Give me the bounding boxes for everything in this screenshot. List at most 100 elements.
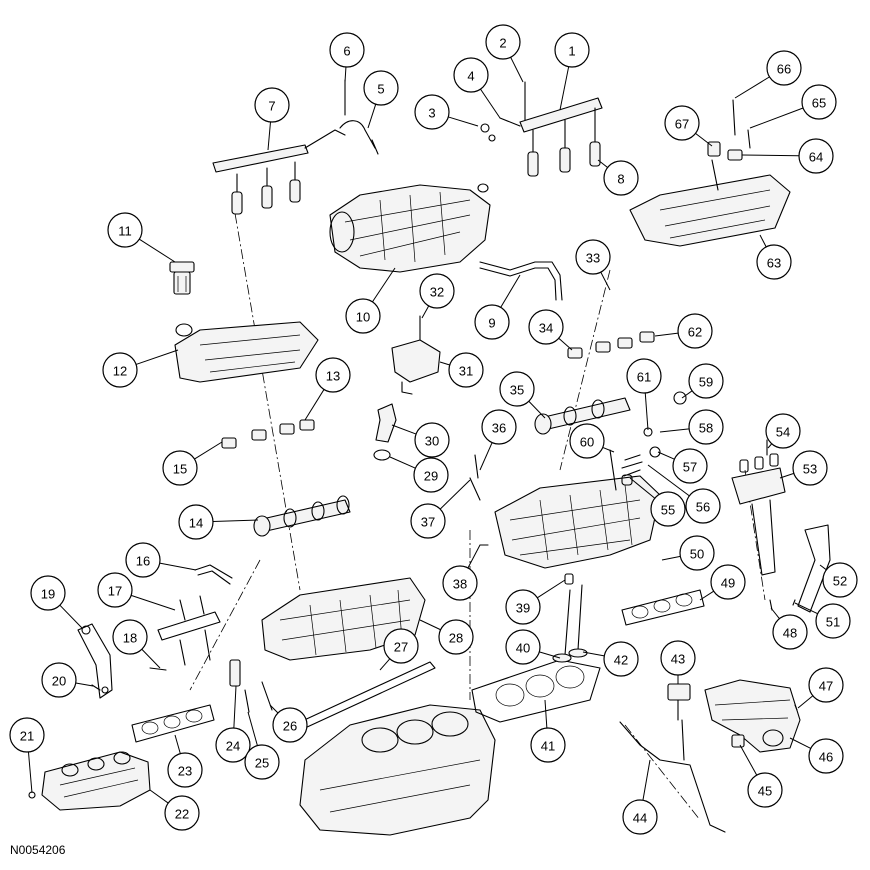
callout-circle [112,619,148,655]
leader-line [141,648,161,669]
callout-3: 3 [414,94,450,130]
callout-circle [244,744,280,780]
callout-number: 5 [377,82,384,97]
leader-line [657,451,675,460]
leader-line [59,604,83,629]
callout-number: 30 [425,434,439,449]
leader-line [379,658,391,671]
callout-circle [107,212,143,248]
callout-number: 65 [812,96,826,111]
leader-line [629,477,656,499]
callout-36: 36 [481,409,517,445]
leader-line [537,579,566,599]
callout-number: 67 [675,117,689,132]
callout-circle [345,298,381,334]
callout-number: 46 [819,750,833,765]
leader-line [389,456,416,469]
callout-number: 56 [696,500,710,515]
callout-circle [499,371,535,407]
leader-line [681,390,693,399]
callout-circle [528,309,564,345]
callout-42: 42 [603,641,639,677]
callout-number: 14 [189,516,203,531]
sensors-right [619,683,745,833]
callout-34: 34 [528,309,564,345]
callout-circle [603,641,639,677]
intake-manifold [329,183,491,273]
leader-line [372,267,396,303]
callout-24: 24 [215,727,251,763]
leader-line [597,159,608,168]
callout-number: 3 [428,106,435,121]
callout-circle [178,504,214,540]
callout-circle [756,244,792,280]
leader-line [233,685,237,729]
callout-8: 8 [603,160,639,196]
callout-number: 59 [699,375,713,390]
leader-line [247,711,258,746]
callout-39: 39 [505,589,541,625]
callout-number: 55 [661,503,675,518]
leader-line [759,234,767,248]
callout-circle [569,423,605,459]
callout-number: 32 [430,285,444,300]
leader-line [602,446,615,453]
callout-number: 41 [541,739,555,754]
leader-line [27,751,33,794]
callout-circle [438,619,474,655]
leader-line [558,337,573,351]
leader-line [391,424,417,435]
leader-line [741,154,800,157]
callout-number: 22 [175,807,189,822]
callout-62: 62 [677,313,713,349]
callout-number: 27 [394,640,408,655]
camshaft-right [534,397,631,435]
leader-line [734,76,770,99]
callout-number: 51 [826,615,840,630]
callout-number: 48 [783,626,797,641]
leader-line [75,682,94,687]
leader-line [779,472,795,479]
callout-4: 4 [453,57,489,93]
leader-line [194,441,223,460]
leader-line [789,737,812,749]
callout-circle [554,32,590,68]
callout-22: 22 [164,795,200,831]
callout-number: 23 [178,764,192,779]
callout-circle [363,70,399,106]
callout-number: 58 [699,421,713,436]
callout-number: 63 [767,256,781,271]
callout-number: 60 [580,435,594,450]
callout-circle [383,628,419,664]
callout-number: 62 [688,325,702,340]
leader-line [139,238,176,263]
callout-52: 52 [822,562,858,598]
callout-15: 15 [162,450,198,486]
callout-31: 31 [448,352,484,388]
callout-number: 31 [459,364,473,379]
callout-circle [808,738,844,774]
valves [552,573,588,663]
callout-circle [772,614,808,650]
callout-46: 46 [808,738,844,774]
callout-circle [419,273,455,309]
callout-14: 14 [178,504,214,540]
callout-number: 24 [226,739,240,754]
callout-number: 26 [283,719,297,734]
callout-circle [505,629,541,665]
callout-number: 28 [449,631,463,646]
leader-line [269,704,279,714]
callout-circle [254,87,290,123]
callout-number: 8 [617,172,624,187]
bracket-left [77,623,113,699]
callout-circle [413,457,449,493]
leader-line [644,392,649,431]
callout-number: 4 [467,69,474,84]
callout-circle [677,313,713,349]
callout-circle [97,572,133,608]
callout-53: 53 [792,450,828,486]
callout-number: 53 [803,462,817,477]
leader-line [770,607,780,619]
callout-circle [272,707,308,743]
callout-number: 40 [516,641,530,656]
